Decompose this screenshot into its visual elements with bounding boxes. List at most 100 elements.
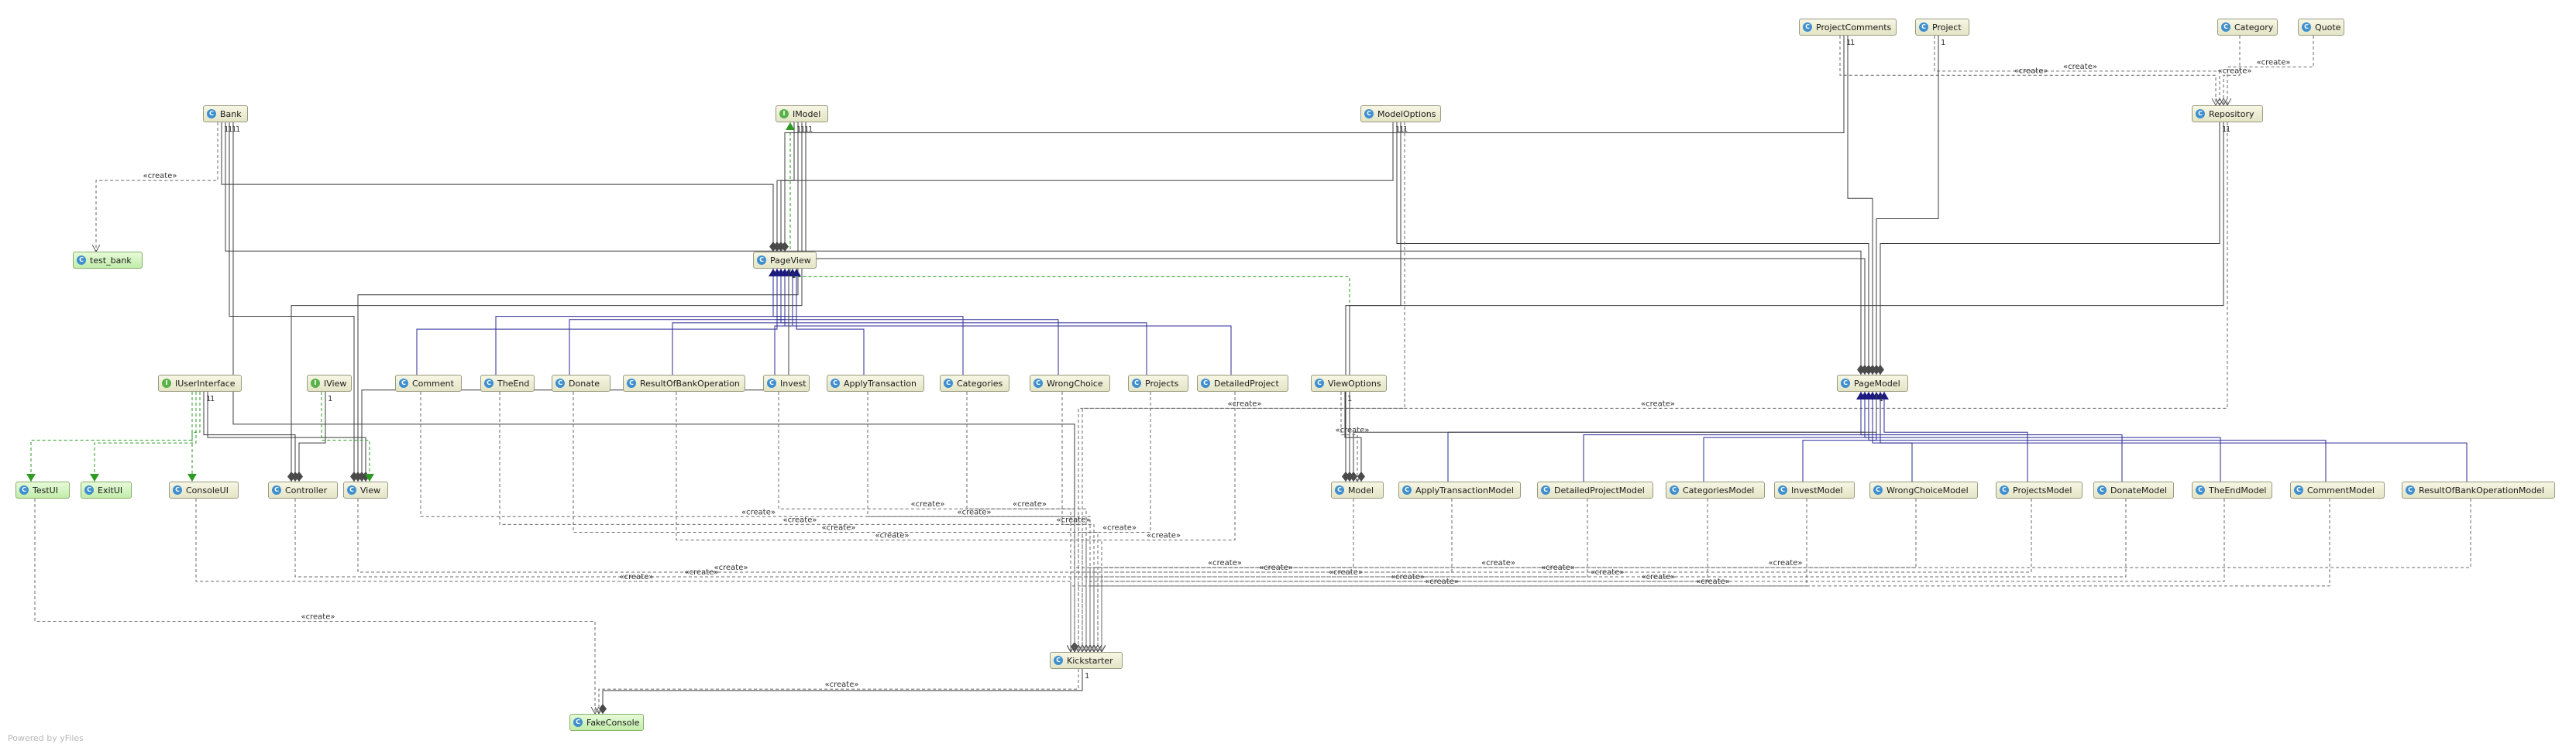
edge-association-page-model-to-model [1350, 392, 1877, 482]
multiplicity-label: 1 [1941, 39, 1945, 47]
node-categories[interactable]: C Categories [940, 375, 1009, 392]
class-badge-icon: C [2196, 109, 2205, 118]
node-label: ConsoleUI [186, 485, 229, 496]
node-model[interactable]: C Model [1331, 482, 1384, 499]
multiplicity-label: 1 [206, 395, 211, 403]
multiplicity-label: 1 [328, 395, 332, 403]
multiplicity-label: 1 [232, 125, 236, 134]
class-badge-icon: C [1335, 485, 1344, 495]
edge-create-donate-model-to-kickstarter [1082, 499, 2127, 652]
class-badge-icon: C [944, 379, 953, 388]
node-label: Model [1348, 485, 1374, 496]
edge-inheritance-page-model-to-invest-model [1802, 392, 1881, 482]
class-badge-icon: C [1054, 656, 1063, 665]
edge-association-view-options-to-model [1344, 392, 1365, 482]
edge-inheritance-page-model-to-result-of-bank-operation-model [1868, 392, 2468, 482]
create-label: «create» [1208, 559, 1242, 568]
class-badge-icon: C [1841, 379, 1850, 388]
edge-realization-iuser-interface-to-test-ui [26, 392, 193, 482]
multiplicity-label: 1 [1395, 125, 1400, 134]
create-label: «create» [620, 573, 654, 581]
node-project-comments[interactable]: C ProjectComments [1799, 19, 1897, 36]
class-badge-icon: C [573, 718, 583, 727]
class-badge-icon: C [1402, 485, 1412, 495]
node-label: FakeConsole [586, 717, 640, 728]
edge-create-controller-to-kickstarter [294, 499, 1102, 652]
class-badge-icon: C [399, 379, 408, 388]
edge-association-model-options-to-page-view [777, 122, 1394, 252]
edge-create-donate-to-kickstarter [573, 392, 1098, 652]
edge-realization-iuser-interface-to-console-ui [187, 392, 201, 482]
node-label: ApplyTransaction [844, 378, 917, 389]
edge-realization-iuser-interface-to-exit-ui [90, 392, 197, 482]
edge-association-imodel-to-page-view [773, 122, 795, 252]
node-label: Bank [220, 108, 242, 119]
edge-create-projects-to-kickstarter [1082, 392, 1151, 652]
node-label: ResultOfBankOperationModel [2419, 485, 2544, 496]
edge-create-projects-model-to-kickstarter [1078, 499, 2032, 652]
edge-inheritance-page-model-to-projects-model [1880, 392, 2028, 482]
node-label: DetailedProject [1214, 378, 1279, 389]
edge-association-model-options-to-page-model [1396, 122, 1873, 375]
create-label: «create» [2063, 63, 2097, 71]
class-badge-icon: C [2406, 485, 2415, 495]
node-label: Projects [1145, 378, 1179, 389]
node-label: Controller [285, 485, 328, 496]
node-label: ProjectComments [1816, 22, 1892, 33]
interface-badge-icon: I [779, 109, 789, 118]
class-badge-icon: C [1803, 22, 1812, 32]
edge-inheritance-page-view-to-wrong-choice [772, 269, 1059, 375]
node-result-of-bank-operation-model[interactable]: C ResultOfBankOperationModel [2402, 482, 2555, 499]
class-badge-icon: C [2302, 22, 2311, 32]
multiplicity-label: 1 [224, 125, 229, 134]
edge-create-result-of-bank-operation-model-to-kickstarter [1094, 499, 2471, 652]
edge-realization-model-to-imodel [786, 122, 1350, 482]
edge-association-project-comments-to-page-model [1847, 36, 1876, 375]
watermark: Powered by yFiles [8, 733, 84, 743]
class-badge-icon: C [1919, 22, 1928, 32]
class-badge-icon: C [1778, 485, 1787, 495]
edge-association-imodel-to-controller [287, 122, 803, 482]
edge-inheritance-page-view-to-result-of-bank-operation [672, 269, 793, 375]
node-label: Categories [957, 378, 1003, 389]
create-label: «create» [875, 532, 910, 540]
